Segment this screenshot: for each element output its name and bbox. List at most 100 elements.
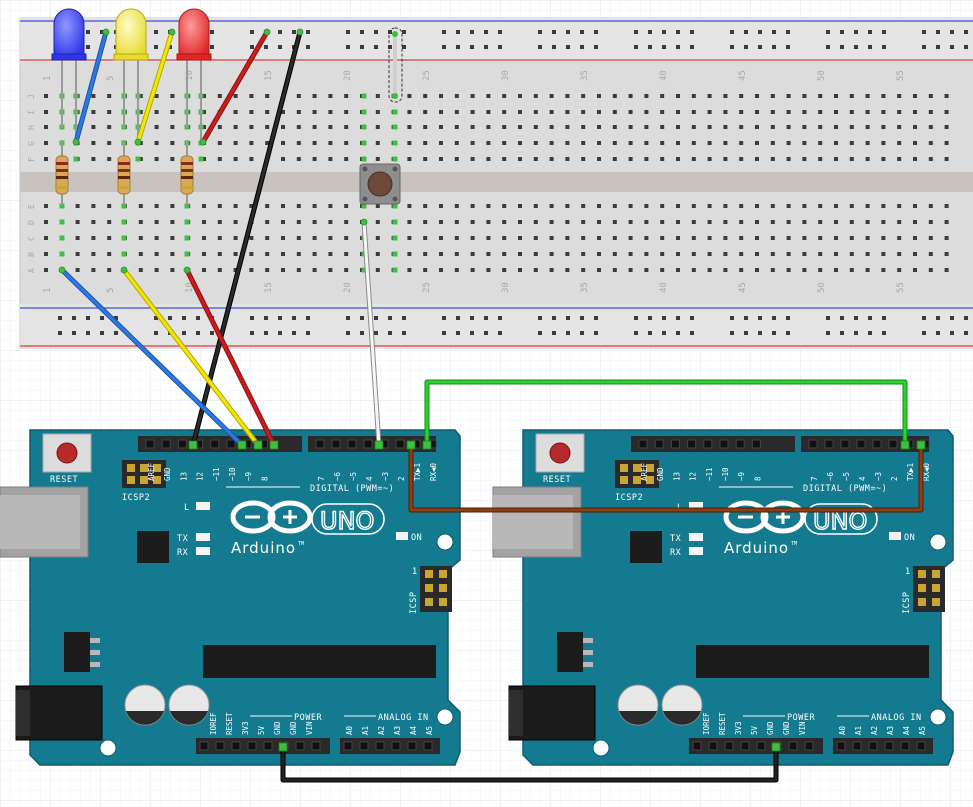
breadboard-hole[interactable] bbox=[265, 94, 270, 98]
breadboard-hole[interactable] bbox=[612, 220, 617, 224]
breadboard-hole[interactable] bbox=[107, 220, 112, 224]
breadboard-hole[interactable] bbox=[612, 252, 617, 256]
breadboard-hole[interactable] bbox=[770, 268, 775, 272]
breadboard-hole[interactable] bbox=[913, 236, 917, 240]
breadboard-hole[interactable] bbox=[138, 94, 143, 98]
breadboard-hole[interactable] bbox=[755, 157, 759, 161]
rail-hole[interactable] bbox=[470, 45, 474, 49]
breadboard-hole[interactable] bbox=[375, 94, 380, 98]
breadboard-hole[interactable] bbox=[818, 268, 823, 272]
breadboard-hole[interactable] bbox=[328, 268, 333, 272]
breadboard-hole[interactable] bbox=[407, 204, 412, 208]
breadboard-hole[interactable] bbox=[739, 125, 744, 129]
breadboard-hole[interactable] bbox=[770, 204, 775, 208]
breadboard-hole[interactable] bbox=[107, 94, 112, 98]
rail-hole[interactable] bbox=[772, 30, 776, 34]
breadboard-hole[interactable] bbox=[233, 125, 238, 129]
rail-hole[interactable] bbox=[498, 30, 502, 34]
breadboard-hole[interactable] bbox=[344, 220, 349, 224]
breadboard-hole[interactable] bbox=[849, 204, 854, 208]
breadboard-hole[interactable] bbox=[518, 125, 522, 129]
rail-hole[interactable] bbox=[580, 331, 584, 335]
breadboard-hole[interactable] bbox=[154, 125, 159, 129]
breadboard-hole[interactable] bbox=[691, 268, 696, 272]
breadboard-hole[interactable] bbox=[644, 204, 649, 208]
breadboard-hole[interactable] bbox=[755, 110, 759, 114]
breadboard-hole[interactable] bbox=[407, 110, 412, 114]
breadboard-hole[interactable] bbox=[170, 125, 175, 129]
analog-pin-socket[interactable] bbox=[836, 741, 846, 751]
rail-hole[interactable] bbox=[72, 331, 76, 335]
breadboard-hole[interactable] bbox=[154, 141, 159, 145]
breadboard-hole[interactable] bbox=[834, 157, 838, 161]
rail-hole[interactable] bbox=[306, 331, 310, 335]
breadboard-hole[interactable] bbox=[486, 252, 491, 256]
rail-hole[interactable] bbox=[196, 331, 200, 335]
breadboard-hole[interactable] bbox=[439, 110, 443, 114]
breadboard-hole[interactable] bbox=[944, 236, 949, 240]
breadboard-hole[interactable] bbox=[533, 236, 538, 240]
rail-hole[interactable] bbox=[786, 316, 790, 320]
breadboard-hole[interactable] bbox=[723, 157, 728, 161]
rail-hole[interactable] bbox=[594, 45, 598, 49]
breadboard-hole[interactable] bbox=[154, 252, 159, 256]
rail-hole[interactable] bbox=[182, 316, 186, 320]
breadboard-hole[interactable] bbox=[676, 94, 680, 98]
rail-hole[interactable] bbox=[964, 316, 968, 320]
breadboard-hole[interactable] bbox=[802, 125, 807, 129]
breadboard-hole[interactable] bbox=[91, 110, 96, 114]
breadboard-hole[interactable] bbox=[770, 125, 775, 129]
breadboard-hole[interactable] bbox=[660, 268, 665, 272]
breadboard-hole[interactable] bbox=[249, 125, 254, 129]
rail-hole[interactable] bbox=[786, 331, 790, 335]
rail-hole[interactable] bbox=[868, 45, 872, 49]
rail-hole[interactable] bbox=[690, 30, 694, 34]
breadboard-hole[interactable] bbox=[249, 94, 254, 98]
breadboard-hole[interactable] bbox=[834, 204, 838, 208]
breadboard-hole[interactable] bbox=[375, 141, 380, 145]
breadboard-hole[interactable] bbox=[375, 252, 380, 256]
power-pin-socket[interactable] bbox=[740, 741, 750, 751]
rail-hole[interactable] bbox=[402, 30, 406, 34]
breadboard-hole[interactable] bbox=[502, 252, 507, 256]
breadboard-hole[interactable] bbox=[834, 141, 838, 145]
breadboard-hole[interactable] bbox=[454, 236, 459, 240]
breadboard-hole[interactable] bbox=[439, 252, 443, 256]
rail-hole[interactable] bbox=[594, 331, 598, 335]
breadboard-hole[interactable] bbox=[233, 141, 238, 145]
breadboard-hole[interactable] bbox=[486, 204, 491, 208]
breadboard-hole[interactable] bbox=[44, 252, 48, 256]
breadboard-hole[interactable] bbox=[818, 220, 823, 224]
breadboard-hole[interactable] bbox=[470, 236, 475, 240]
rail-hole[interactable] bbox=[676, 30, 680, 34]
breadboard-hole[interactable] bbox=[154, 236, 159, 240]
rail-hole[interactable] bbox=[250, 30, 254, 34]
rail-hole[interactable] bbox=[388, 45, 392, 49]
resistor-1[interactable] bbox=[55, 140, 69, 205]
breadboard-hole[interactable] bbox=[818, 125, 823, 129]
breadboard-hole[interactable] bbox=[707, 236, 712, 240]
breadboard-hole[interactable] bbox=[881, 125, 886, 129]
rail-hole[interactable] bbox=[154, 30, 158, 34]
breadboard-hole[interactable] bbox=[565, 125, 570, 129]
breadboard-hole[interactable] bbox=[944, 94, 949, 98]
breadboard-hole[interactable] bbox=[454, 220, 459, 224]
breadboard-hole[interactable] bbox=[107, 141, 112, 145]
rail-hole[interactable] bbox=[360, 331, 364, 335]
power-pin-socket[interactable] bbox=[231, 741, 241, 751]
breadboard-hole[interactable] bbox=[628, 204, 633, 208]
breadboard-hole[interactable] bbox=[170, 204, 175, 208]
breadboard-hole[interactable] bbox=[865, 157, 870, 161]
rail-hole[interactable] bbox=[950, 45, 954, 49]
digital-pin-socket[interactable] bbox=[719, 439, 729, 449]
breadboard-hole[interactable] bbox=[44, 236, 48, 240]
rail-hole[interactable] bbox=[936, 45, 940, 49]
rail-hole[interactable] bbox=[292, 316, 296, 320]
breadboard-hole[interactable] bbox=[154, 220, 159, 224]
breadboard-hole[interactable] bbox=[549, 204, 554, 208]
breadboard-hole[interactable] bbox=[454, 268, 459, 272]
rail-hole[interactable] bbox=[580, 316, 584, 320]
rail-hole[interactable] bbox=[154, 316, 158, 320]
breadboard-hole[interactable] bbox=[628, 125, 633, 129]
breadboard-hole[interactable] bbox=[897, 252, 902, 256]
